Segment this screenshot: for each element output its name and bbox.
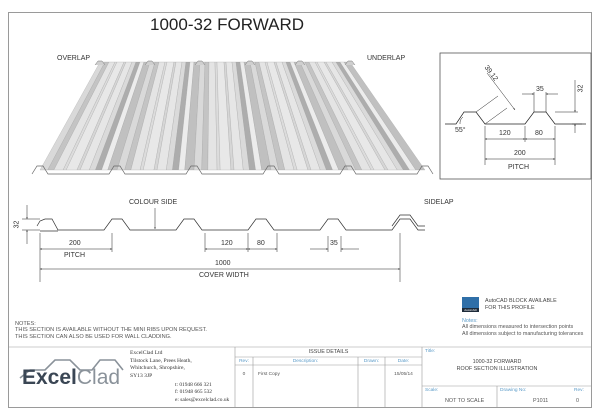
company-postcode: SY13 3JP <box>130 372 153 379</box>
company-address-line-2: Whitchurch, Shropshire, <box>130 365 185 371</box>
detail-rib-base-dimension: 80 <box>535 130 543 137</box>
sidelap-label: SIDELAP <box>424 199 454 206</box>
scale-label: Scale: <box>425 388 439 393</box>
company-fax: f: 01948 665 532 <box>175 389 212 396</box>
company-contact: t: 01948 666 321 f: 01948 665 532 e: sal… <box>175 382 229 404</box>
cover-width-dimension: 1000 <box>215 260 231 267</box>
issue-row-date: 15/05/14 <box>394 372 413 377</box>
issue-details-heading: ISSUE DETAILS <box>308 349 349 355</box>
title-line-2: ROOF SECTION ILLUSTRATION <box>456 366 538 372</box>
roof-sheet-illustration <box>31 60 434 175</box>
trough-dimension: 120 <box>221 240 233 247</box>
notes-right-line-2: All dimensions subject to manufacturing … <box>462 331 584 337</box>
detail-trough-dimension: 120 <box>499 130 511 137</box>
section-dimensions <box>22 205 401 282</box>
notes-left-line-1: THIS SECTION IS AVAILABLE WITHOUT THE MI… <box>15 327 207 334</box>
notes-left: NOTES: THIS SECTION IS AVAILABLE WITHOUT… <box>15 321 207 340</box>
notes-right-line-1: All dimensions measured to intersection … <box>462 324 574 330</box>
sheet-top-rib <box>294 60 306 66</box>
issue-col-rev: Rev: <box>239 359 249 364</box>
detail-pitch-label: PITCH <box>508 164 529 171</box>
autocad-icon: AutoCAD <box>462 297 479 312</box>
sheet-top-rib <box>144 60 156 66</box>
scale-value: NOT TO SCALE <box>445 398 485 404</box>
sheet-bottom-edge <box>31 165 434 175</box>
overlap-label: OVERLAP <box>57 55 91 62</box>
drawing-no-label: Drawing No: <box>500 388 527 393</box>
notes-left-line-2: THIS SECTION CAN ALSO BE USED FOR WALL C… <box>15 333 172 340</box>
issue-col-drawn: Drawn: <box>363 359 380 364</box>
company-name: ExcelClad Ltd <box>130 350 163 356</box>
company-address-line-1: Tilstock Lane, Prees Heath, <box>130 357 192 364</box>
autocad-line-1: AutoCAD BLOCK AVAILABLE <box>485 298 557 304</box>
issue-row-rev: 0 <box>242 372 246 377</box>
company-email[interactable]: e: sales@excelclad.co.uk <box>175 396 230 403</box>
notes-left-heading: NOTES: <box>15 321 36 327</box>
cross-section-profile <box>36 214 425 232</box>
detail-profile <box>445 72 586 165</box>
underlap-label: UNDERLAP <box>367 55 406 62</box>
company-tel: t: 01948 666 321 <box>175 382 212 388</box>
drawing-no-value: P1011 <box>533 398 549 404</box>
logo-roof-icon <box>19 359 124 379</box>
cover-width-label: COVER WIDTH <box>199 272 249 279</box>
issue-row-description: First Copy <box>258 372 280 377</box>
drawing-frame <box>8 12 592 408</box>
title-label: Title: <box>425 349 436 354</box>
title-line-1: 1000-32 FORWARD <box>472 359 522 365</box>
detail-angle: 55° <box>455 127 466 134</box>
sheet-top-rib <box>94 60 106 66</box>
pitch-dimension: 200 <box>69 240 81 247</box>
notes-right-heading: Notes: <box>462 318 478 324</box>
colour-side-label: COLOUR SIDE <box>129 199 178 206</box>
sheet-top-rib <box>244 60 256 66</box>
autocad-badge-text: AutoCAD <box>462 308 479 312</box>
detail-panel-border <box>439 52 592 180</box>
section-profile-line <box>36 218 425 231</box>
sidelap-overlap-line <box>391 214 425 227</box>
title-block-lines <box>8 346 592 408</box>
detail-height-dimension: 32 <box>577 84 585 93</box>
height-dimension: 32 <box>13 220 21 229</box>
drawing-title: 1000-32 FORWARD <box>150 15 304 34</box>
issue-col-description: Description: <box>292 359 319 364</box>
sheet-top-rib <box>194 60 206 66</box>
company-logo: ExcelClad <box>22 366 121 389</box>
rib-base-dimension: 80 <box>257 240 265 247</box>
autocad-line-2: FOR THIS PROFILE <box>485 305 535 311</box>
company-address: ExcelClad Ltd Tilstock Lane, Prees Heath… <box>130 350 192 380</box>
rev-value: 0 <box>576 398 579 404</box>
issue-col-date: Date: <box>397 359 410 364</box>
detail-crest-dimension: 35 <box>536 86 544 93</box>
pitch-label: PITCH <box>64 252 85 259</box>
crest-dimension: 35 <box>330 240 338 247</box>
sheet-top-rib <box>344 60 356 66</box>
detail-pitch-dimension: 200 <box>514 150 526 157</box>
rev-label: Rev: <box>574 388 584 393</box>
